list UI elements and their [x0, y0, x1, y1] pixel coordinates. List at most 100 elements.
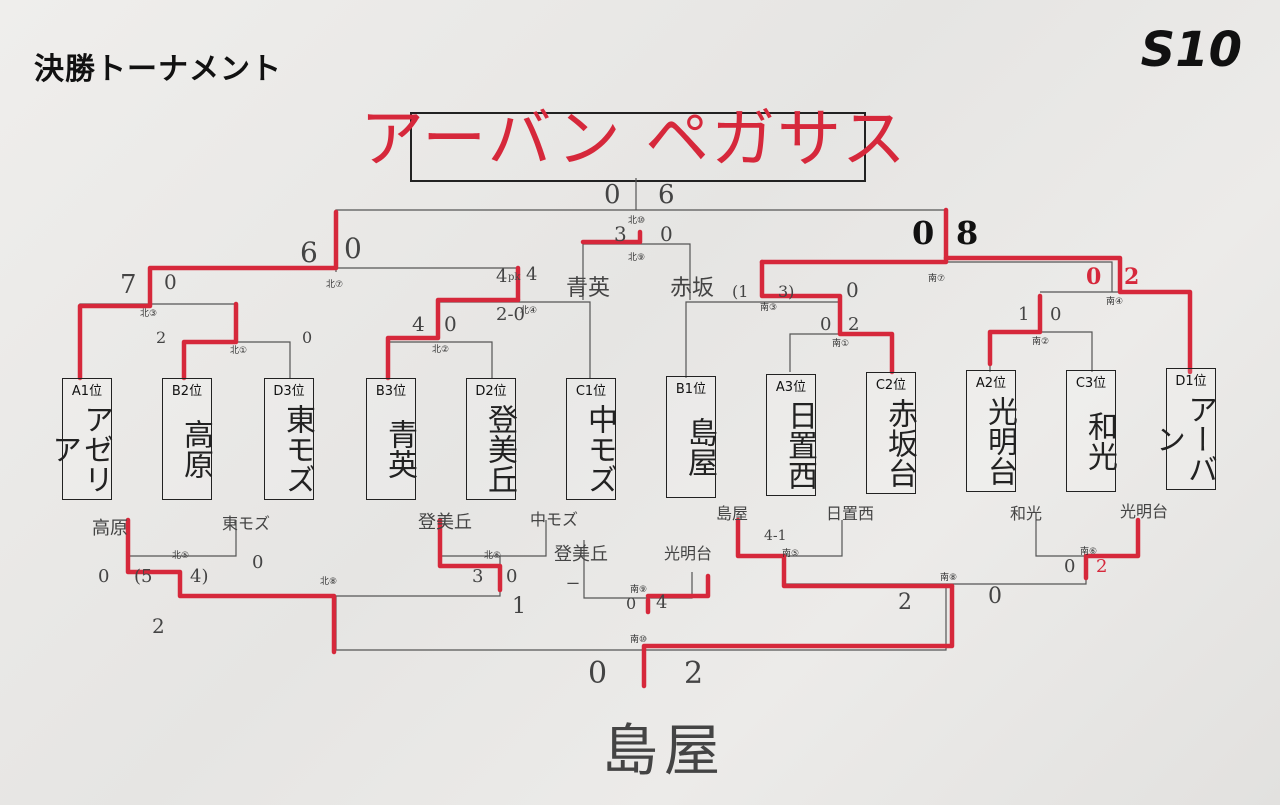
n5-pk-left: (5 [134, 566, 153, 587]
score-n3-right: 0 [164, 270, 177, 294]
score-n7-left: 6 [300, 236, 318, 269]
sheet-code: S10 [1140, 22, 1242, 78]
team-seed: A2位 [975, 376, 1007, 391]
match-code: 南④ [1106, 297, 1124, 307]
match-code: 北⑩ [628, 216, 646, 226]
score-s2-left: 1 [1018, 304, 1030, 325]
team-box-b1: B1位 島屋 [666, 376, 717, 498]
team-box-a3: A3位 日置西 [766, 374, 817, 496]
match-code: 北⑨ [628, 253, 646, 263]
match-code: 南⑩ [630, 635, 648, 645]
champion-name: アーバン ペガサス [360, 103, 908, 177]
team-box-d1: D1位 アーバン [1150, 368, 1217, 490]
team-box-b3: B3位 青英 [366, 378, 417, 500]
score-s1-left: 0 [820, 314, 832, 335]
score-n6-left: 3 [472, 566, 484, 587]
team-name: アーバン [1150, 394, 1217, 484]
score-n2-left: 4 [412, 312, 425, 336]
lower-team-8: 光明台 [1120, 502, 1169, 521]
team-seed: B2位 [171, 384, 203, 399]
s5-pk-score: 4-1 [764, 528, 787, 544]
score-n9-right: 0 [660, 222, 673, 246]
score-final-right: 6 [658, 180, 675, 210]
team-seed: C2位 [875, 378, 907, 393]
score-s8-left: 2 [898, 590, 912, 615]
score-s10-right: 2 [684, 656, 704, 691]
score-s4-right: 2 [1124, 264, 1140, 290]
lower-team-5: 島屋 [716, 504, 749, 523]
champion-box [410, 112, 866, 182]
score-n5-right: 0 [252, 552, 264, 573]
match-code: 北② [432, 345, 450, 355]
team-name: 赤坂台 [882, 398, 917, 488]
match-code: 南⑦ [928, 274, 946, 284]
team-box-a1: A1位 アゼリア [46, 378, 113, 500]
n4-pk-score: 2-0 [496, 304, 525, 325]
team-box-c1: C1位 中モズ [566, 378, 617, 500]
score-n5-left: 0 [98, 566, 110, 587]
team-seed: D3位 [273, 384, 305, 399]
score-s1-right: 2 [848, 314, 860, 335]
match-code: 南① [832, 339, 850, 349]
score-s9-right: 4 [656, 592, 668, 613]
s3-pk-right: 3) [778, 282, 795, 301]
team-name: 高原 [178, 419, 213, 479]
team-box-d3: D3位 東モズ [264, 378, 315, 500]
match-code: 南⑥ [1080, 547, 1098, 557]
bracket-red-lines [77, 207, 1193, 689]
team-seed: C3位 [1075, 376, 1107, 391]
score-n1-left: 2 [156, 328, 167, 347]
s9-team-right: 光明台 [664, 544, 713, 563]
score-s8-right: 0 [988, 584, 1002, 609]
team-box-b2: B2位 高原 [162, 378, 213, 500]
team-box-c2: C2位 赤坂台 [866, 372, 917, 494]
score-n6-right: 0 [506, 566, 518, 587]
score-s3-right: 0 [846, 278, 859, 302]
team-seed: A3位 [775, 380, 807, 395]
lower-team-4: 中モズ [530, 510, 579, 529]
team-seed: B1位 [675, 382, 707, 397]
match-code: 北⑦ [326, 280, 344, 290]
score-s6-left: 0 [1064, 556, 1076, 577]
match-code: 南⑤ [782, 549, 800, 559]
score-s4-left: 0 [1086, 264, 1102, 290]
s3-pk-left: (1 [732, 282, 749, 301]
team-name: 東モズ [280, 404, 315, 494]
score-s9-left: 0 [626, 594, 637, 613]
team-seed: C1位 [575, 384, 607, 399]
score-n9-left: 3 [614, 222, 627, 246]
bracket-thin-lines [79, 178, 1191, 651]
score-s2-right: 0 [1050, 304, 1062, 325]
lower-team-6: 日置西 [826, 504, 875, 523]
match-code: 南⑨ [630, 585, 648, 595]
score-s7-right: 8 [956, 214, 979, 252]
score-n4-right: 4 [526, 264, 538, 285]
lower-team-1: 高原 [92, 518, 128, 539]
match-code: 北③ [140, 309, 158, 319]
score-n8-right: 1 [512, 594, 526, 619]
page-title: 決勝トーナメント [34, 52, 282, 87]
match-code: 南② [1032, 337, 1050, 347]
s9-dash: ー [566, 577, 580, 593]
team-seed: A1位 [71, 384, 103, 399]
lower-team-2: 東モズ [222, 514, 271, 533]
team-name: 和光 [1082, 411, 1117, 471]
match-code: 南③ [760, 303, 778, 313]
lower-team-7: 和光 [1010, 504, 1043, 523]
score-n1-right: 0 [302, 328, 313, 347]
team-name: 島屋 [682, 417, 717, 477]
team-seed: D1位 [1175, 374, 1207, 389]
team-name: アゼリア [46, 404, 113, 494]
score-n4-left: 4 [496, 266, 508, 287]
bottom-winner-name: 島屋 [602, 719, 726, 784]
n4-pk-label: pk [508, 272, 521, 283]
match-code: 南⑧ [940, 573, 958, 583]
score-n2-right: 0 [444, 312, 457, 336]
team-seed: B3位 [375, 384, 407, 399]
team-name: 光明台 [982, 396, 1017, 486]
s9-team-left: 登美丘 [554, 544, 608, 565]
team-box-d2: D2位 登美丘 [466, 378, 517, 500]
n9-team-left: 青英 [566, 276, 611, 301]
team-name: 登美丘 [482, 404, 517, 494]
